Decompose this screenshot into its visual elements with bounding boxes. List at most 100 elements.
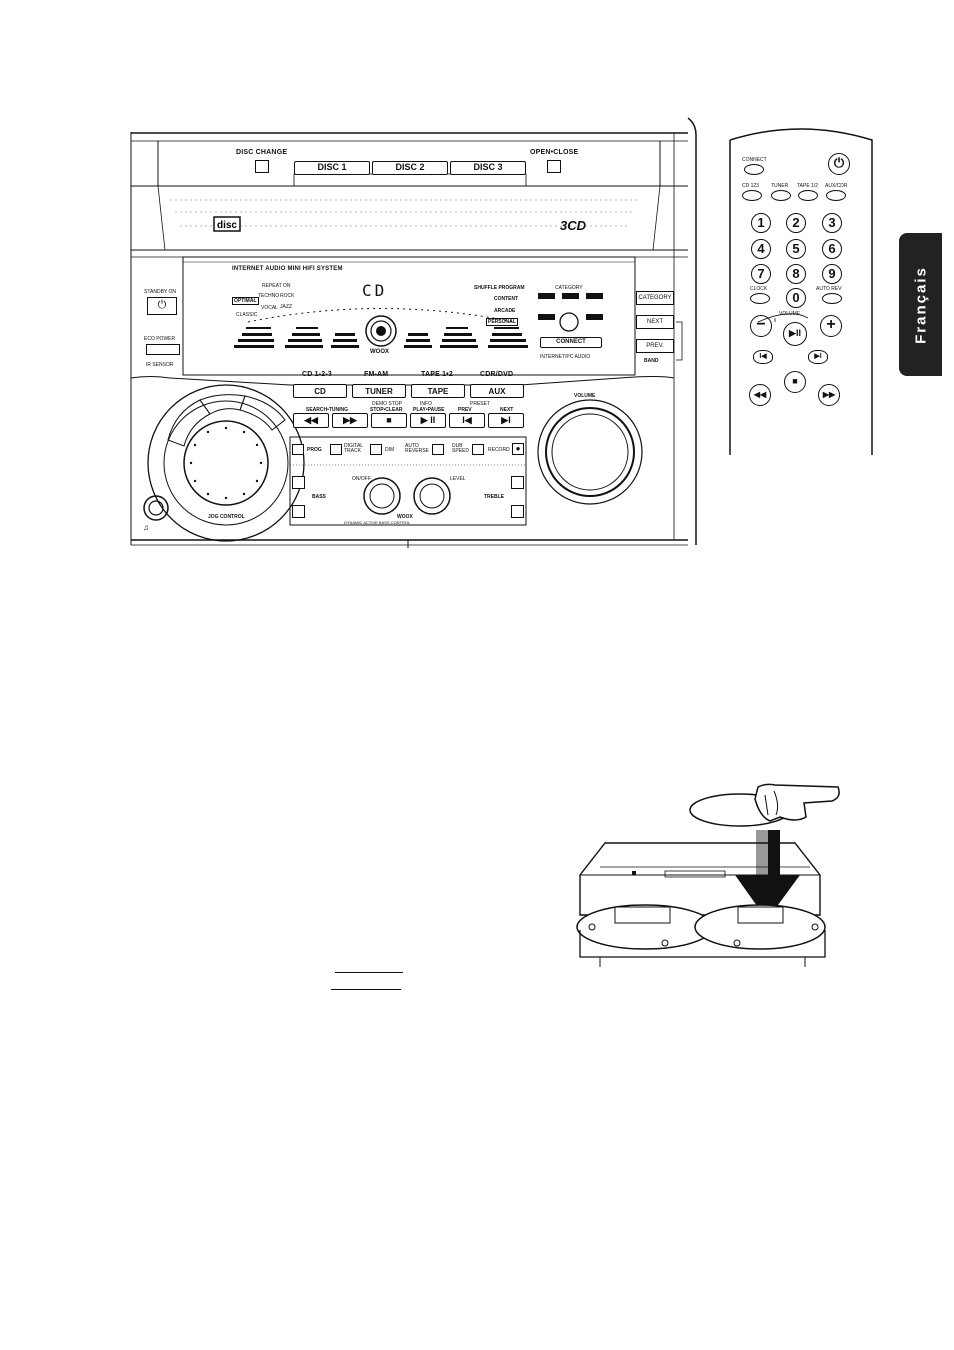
mode-optimal: OPTIMAL	[232, 297, 259, 305]
display-readout: CD	[362, 281, 388, 300]
remote-stop-button[interactable]: ■	[784, 371, 806, 393]
cd-123-label: CD 1-2-3	[302, 371, 332, 378]
remote-play-pause-button[interactable]: ▶II	[783, 322, 807, 346]
aux-button[interactable]: AUX	[470, 384, 524, 398]
internet-pc-audio-label: INTERNET/PC AUDIO	[540, 354, 591, 360]
cd-button[interactable]: CD	[293, 384, 347, 398]
next-label: NEXT	[500, 407, 514, 413]
remote-aux-button[interactable]	[826, 190, 846, 201]
dim-button[interactable]	[370, 444, 382, 455]
remote-digit-8[interactable]: 8	[786, 264, 806, 284]
remote-fast-forward-button[interactable]: ▶▶	[818, 384, 840, 406]
mode-arcade: ARCADE	[494, 308, 516, 314]
remote-digit-4[interactable]: 4	[751, 239, 771, 259]
remote-digit-3[interactable]: 3	[822, 213, 842, 233]
next-button[interactable]: NEXT	[636, 315, 674, 329]
language-tab: Français	[899, 233, 942, 376]
disc-2-button[interactable]: DISC 2	[372, 161, 448, 175]
prog-button[interactable]	[292, 444, 304, 455]
tape-button[interactable]: TAPE	[411, 384, 465, 398]
system-name: INTERNET AUDIO MINI HIFI SYSTEM	[232, 266, 343, 272]
eco-power-label: ECO POWER	[144, 336, 176, 342]
remote-volume-up-button[interactable]: +	[820, 315, 842, 337]
mode-jazz: JAZZ	[280, 304, 292, 310]
dbb-label: DYNAMIC ACTIVE BASS CONTROL	[344, 520, 411, 525]
volume-label: VOLUME	[574, 393, 596, 399]
rewind-button[interactable]: ◀◀	[293, 413, 329, 428]
disc-change-button[interactable]	[255, 160, 269, 173]
mode-rock: ROCK	[280, 293, 295, 299]
open-close-label: OPEN•CLOSE	[530, 149, 579, 156]
remote-digit-9[interactable]: 9	[822, 264, 842, 284]
remote-tape-label: TAPE 1/2	[797, 183, 819, 189]
next-track-button[interactable]: ▶I	[488, 413, 524, 428]
mode-shuffle-program: SHUFFLE PROGRAM	[474, 285, 525, 291]
headphone-icon: ♫	[143, 523, 149, 532]
eco-power-button[interactable]	[146, 344, 180, 355]
remote-auto-rev-label: AUTO REV	[816, 286, 842, 292]
remote-tuner-button[interactable]	[771, 190, 791, 201]
bass-label: BASS	[312, 494, 326, 500]
cdr-dvd-label: CDR/DVD	[480, 371, 514, 378]
demo-stop-label: DEMO STOP	[372, 401, 402, 407]
remote-next-button[interactable]: ▶I	[808, 350, 828, 364]
fast-forward-button[interactable]: ▶▶	[332, 413, 368, 428]
play-pause-button[interactable]: ▶ II	[410, 413, 446, 428]
stop-clear-label: STOP•CLEAR	[370, 407, 403, 413]
open-close-button[interactable]	[547, 160, 561, 173]
remote-clock-button[interactable]	[750, 293, 770, 304]
tuner-button[interactable]: TUNER	[352, 384, 406, 398]
record-icon: ●	[515, 444, 521, 453]
remote-auto-rev-button[interactable]	[822, 293, 842, 304]
remote-connect-label: CONNECT	[742, 157, 767, 163]
mode-vocal: VOCAL	[261, 305, 278, 311]
remote-digit-5[interactable]: 5	[786, 239, 806, 259]
record-button[interactable]: ●	[512, 443, 524, 455]
remote-power-button[interactable]: ⏻	[828, 153, 850, 175]
remote-digit-7[interactable]: 7	[751, 264, 771, 284]
mode-content: CONTENT	[494, 296, 519, 302]
remote-connect-button[interactable]	[744, 164, 764, 175]
remote-tuner-label: TUNER	[771, 183, 789, 189]
remote-digit-6[interactable]: 6	[822, 239, 842, 259]
auto-reverse-button[interactable]	[432, 444, 444, 455]
category-label: CATEGORY	[555, 285, 583, 291]
play-pause-label: PLAY•PAUSE	[413, 407, 445, 413]
bass-down-button[interactable]	[292, 505, 305, 518]
remote-digit-1[interactable]: 1	[751, 213, 771, 233]
prev-button[interactable]: PREV.	[636, 339, 674, 353]
level-label: LEVEL	[450, 476, 466, 482]
remote-volume-down-button[interactable]: −	[750, 315, 772, 337]
unit-outline: disc	[130, 117, 697, 548]
stop-button[interactable]: ■	[371, 413, 407, 428]
treble-down-button[interactable]	[511, 505, 524, 518]
treble-up-button[interactable]	[511, 476, 524, 489]
fast-forward-icon: ▶▶	[822, 390, 836, 399]
rewind-icon: ◀◀	[753, 390, 767, 399]
standby-label: STANDBY ON	[144, 289, 177, 295]
category-button[interactable]: CATEGORY	[636, 291, 674, 305]
disc-3-button[interactable]: DISC 3	[450, 161, 526, 175]
dub-speed-label: DUB SPEED	[452, 443, 469, 454]
standby-button[interactable]: ⏻	[147, 297, 177, 315]
disc-change-label: DISC CHANGE	[236, 149, 288, 156]
digital-track-label: DIGITAL TRACK	[344, 443, 363, 454]
remote-rewind-button[interactable]: ◀◀	[749, 384, 771, 406]
mode-repeat-on: REPEAT ON	[262, 283, 291, 289]
dub-speed-button[interactable]	[472, 444, 484, 455]
remote-tape-button[interactable]	[798, 190, 818, 201]
digital-track-button[interactable]	[330, 444, 342, 455]
remote-digit-0[interactable]: 0	[786, 288, 806, 308]
stop-icon: ■	[792, 376, 798, 386]
cassette-deck-illustration	[576, 783, 840, 967]
skip-back-icon: I◀	[759, 353, 767, 360]
remote-digit-2[interactable]: 2	[786, 213, 806, 233]
skip-back-icon: I◀	[462, 415, 472, 425]
connect-button[interactable]: CONNECT	[540, 337, 602, 348]
remote-prev-button[interactable]: I◀	[753, 350, 773, 364]
previous-track-button[interactable]: I◀	[449, 413, 485, 428]
svg-text:disc: disc	[217, 220, 237, 231]
bass-up-button[interactable]	[292, 476, 305, 489]
disc-1-button[interactable]: DISC 1	[294, 161, 370, 175]
remote-cd-button[interactable]	[742, 190, 762, 201]
